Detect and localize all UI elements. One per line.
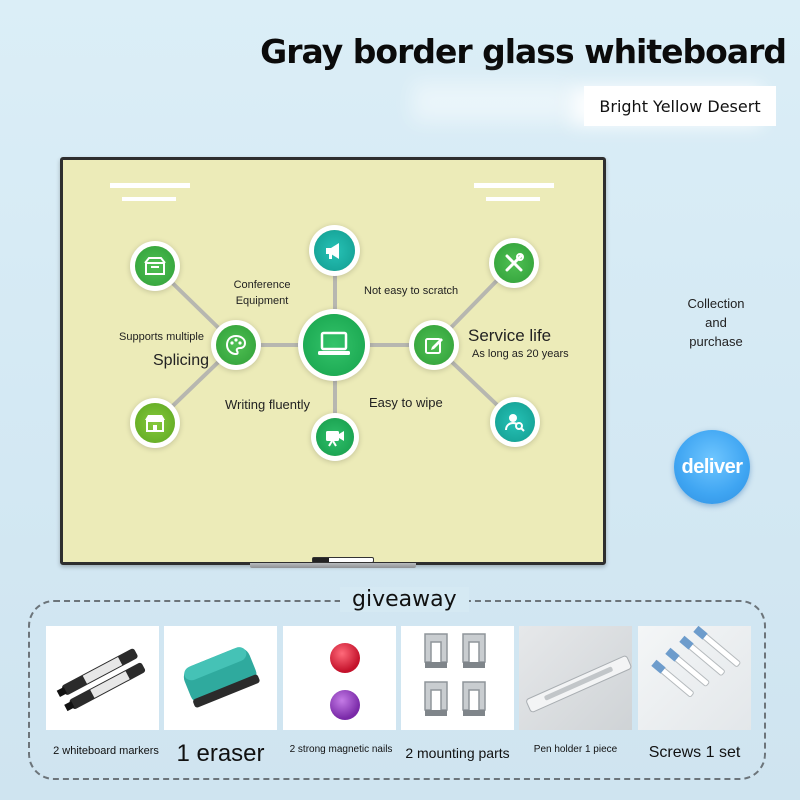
edit-node — [414, 325, 454, 365]
marker-tray — [250, 563, 416, 568]
tray-marker — [312, 557, 374, 563]
magnet-icon — [330, 643, 360, 720]
giveaway-caption-brackets: 2 mounting parts — [405, 745, 510, 761]
laptop-node — [303, 314, 365, 376]
collect-line2: and — [705, 315, 727, 330]
deliver-button[interactable]: deliver — [674, 430, 750, 504]
feature-wipe: Easy to wipe — [369, 395, 443, 410]
feature-service-life: Service life — [468, 326, 552, 345]
giveaway-heading: giveaway — [340, 587, 469, 612]
user-search-icon — [505, 414, 525, 432]
giveaway-tile-brackets — [401, 626, 514, 730]
palette-node — [216, 325, 256, 365]
giveaway-tile-magnets — [283, 626, 396, 730]
shop-node — [135, 403, 175, 443]
tools-icon — [505, 253, 524, 272]
color-variant-badge: Bright Yellow Desert — [584, 86, 776, 126]
laptop-icon — [318, 331, 350, 355]
feature-splicing: Splicing — [153, 352, 210, 369]
page-title: Gray border glass whiteboard — [260, 32, 787, 71]
store-icon — [144, 257, 166, 275]
board-shine-top-left — [110, 183, 190, 188]
board-shine-top-right-short — [486, 197, 540, 201]
feature-supports: Supports multiple — [119, 331, 204, 343]
giveaway-caption-markers: 2 whiteboard markers — [53, 745, 159, 757]
megaphone-node — [314, 230, 355, 271]
pen-holder-icon — [526, 655, 632, 713]
markers-icon — [56, 648, 146, 712]
giveaway-caption-pen-holder: Pen holder 1 piece — [533, 744, 618, 755]
giveaway-caption-screws: Screws 1 set — [648, 744, 741, 761]
giveaway-tile-markers — [46, 626, 159, 730]
feature-scratch: Not easy to scratch — [364, 285, 459, 297]
giveaway-caption-magnets: 2 strong magnetic nails — [289, 744, 393, 755]
store-node — [135, 246, 175, 286]
eraser-icon — [183, 647, 260, 708]
board-shine-top-right — [474, 183, 554, 188]
feature-writing: Writing fluently — [225, 397, 311, 412]
board-shine-top-left-short — [122, 197, 176, 201]
collect-line1: Collection — [687, 296, 745, 311]
screw-icon — [651, 626, 741, 697]
collect-purchase-link[interactable]: Collection and purchase — [680, 294, 752, 351]
decorative-glow — [412, 82, 572, 122]
video-camera-icon — [326, 431, 344, 447]
feature-service-years: As long as 20 years — [472, 348, 569, 360]
feature-conference-line2: Equipment — [235, 295, 289, 307]
user-search-node — [495, 402, 535, 442]
tools-node — [494, 243, 534, 283]
giveaway-tile-eraser — [164, 626, 277, 730]
video-camera-node — [316, 418, 354, 456]
bracket-icon — [424, 633, 486, 716]
color-variant-label: Bright Yellow Desert — [599, 96, 761, 116]
giveaway-tile-pen-holder — [519, 626, 632, 730]
feature-conference-line1: Conference — [233, 279, 291, 291]
shop-icon — [145, 415, 165, 432]
giveaway-tile-screws — [638, 626, 751, 730]
edit-icon — [425, 338, 443, 354]
megaphone-icon — [325, 242, 339, 259]
deliver-label: deliver — [681, 455, 743, 478]
giveaway-caption-eraser: 1 eraser — [176, 740, 265, 767]
palette-icon — [225, 334, 247, 356]
collect-line3: purchase — [689, 334, 743, 349]
